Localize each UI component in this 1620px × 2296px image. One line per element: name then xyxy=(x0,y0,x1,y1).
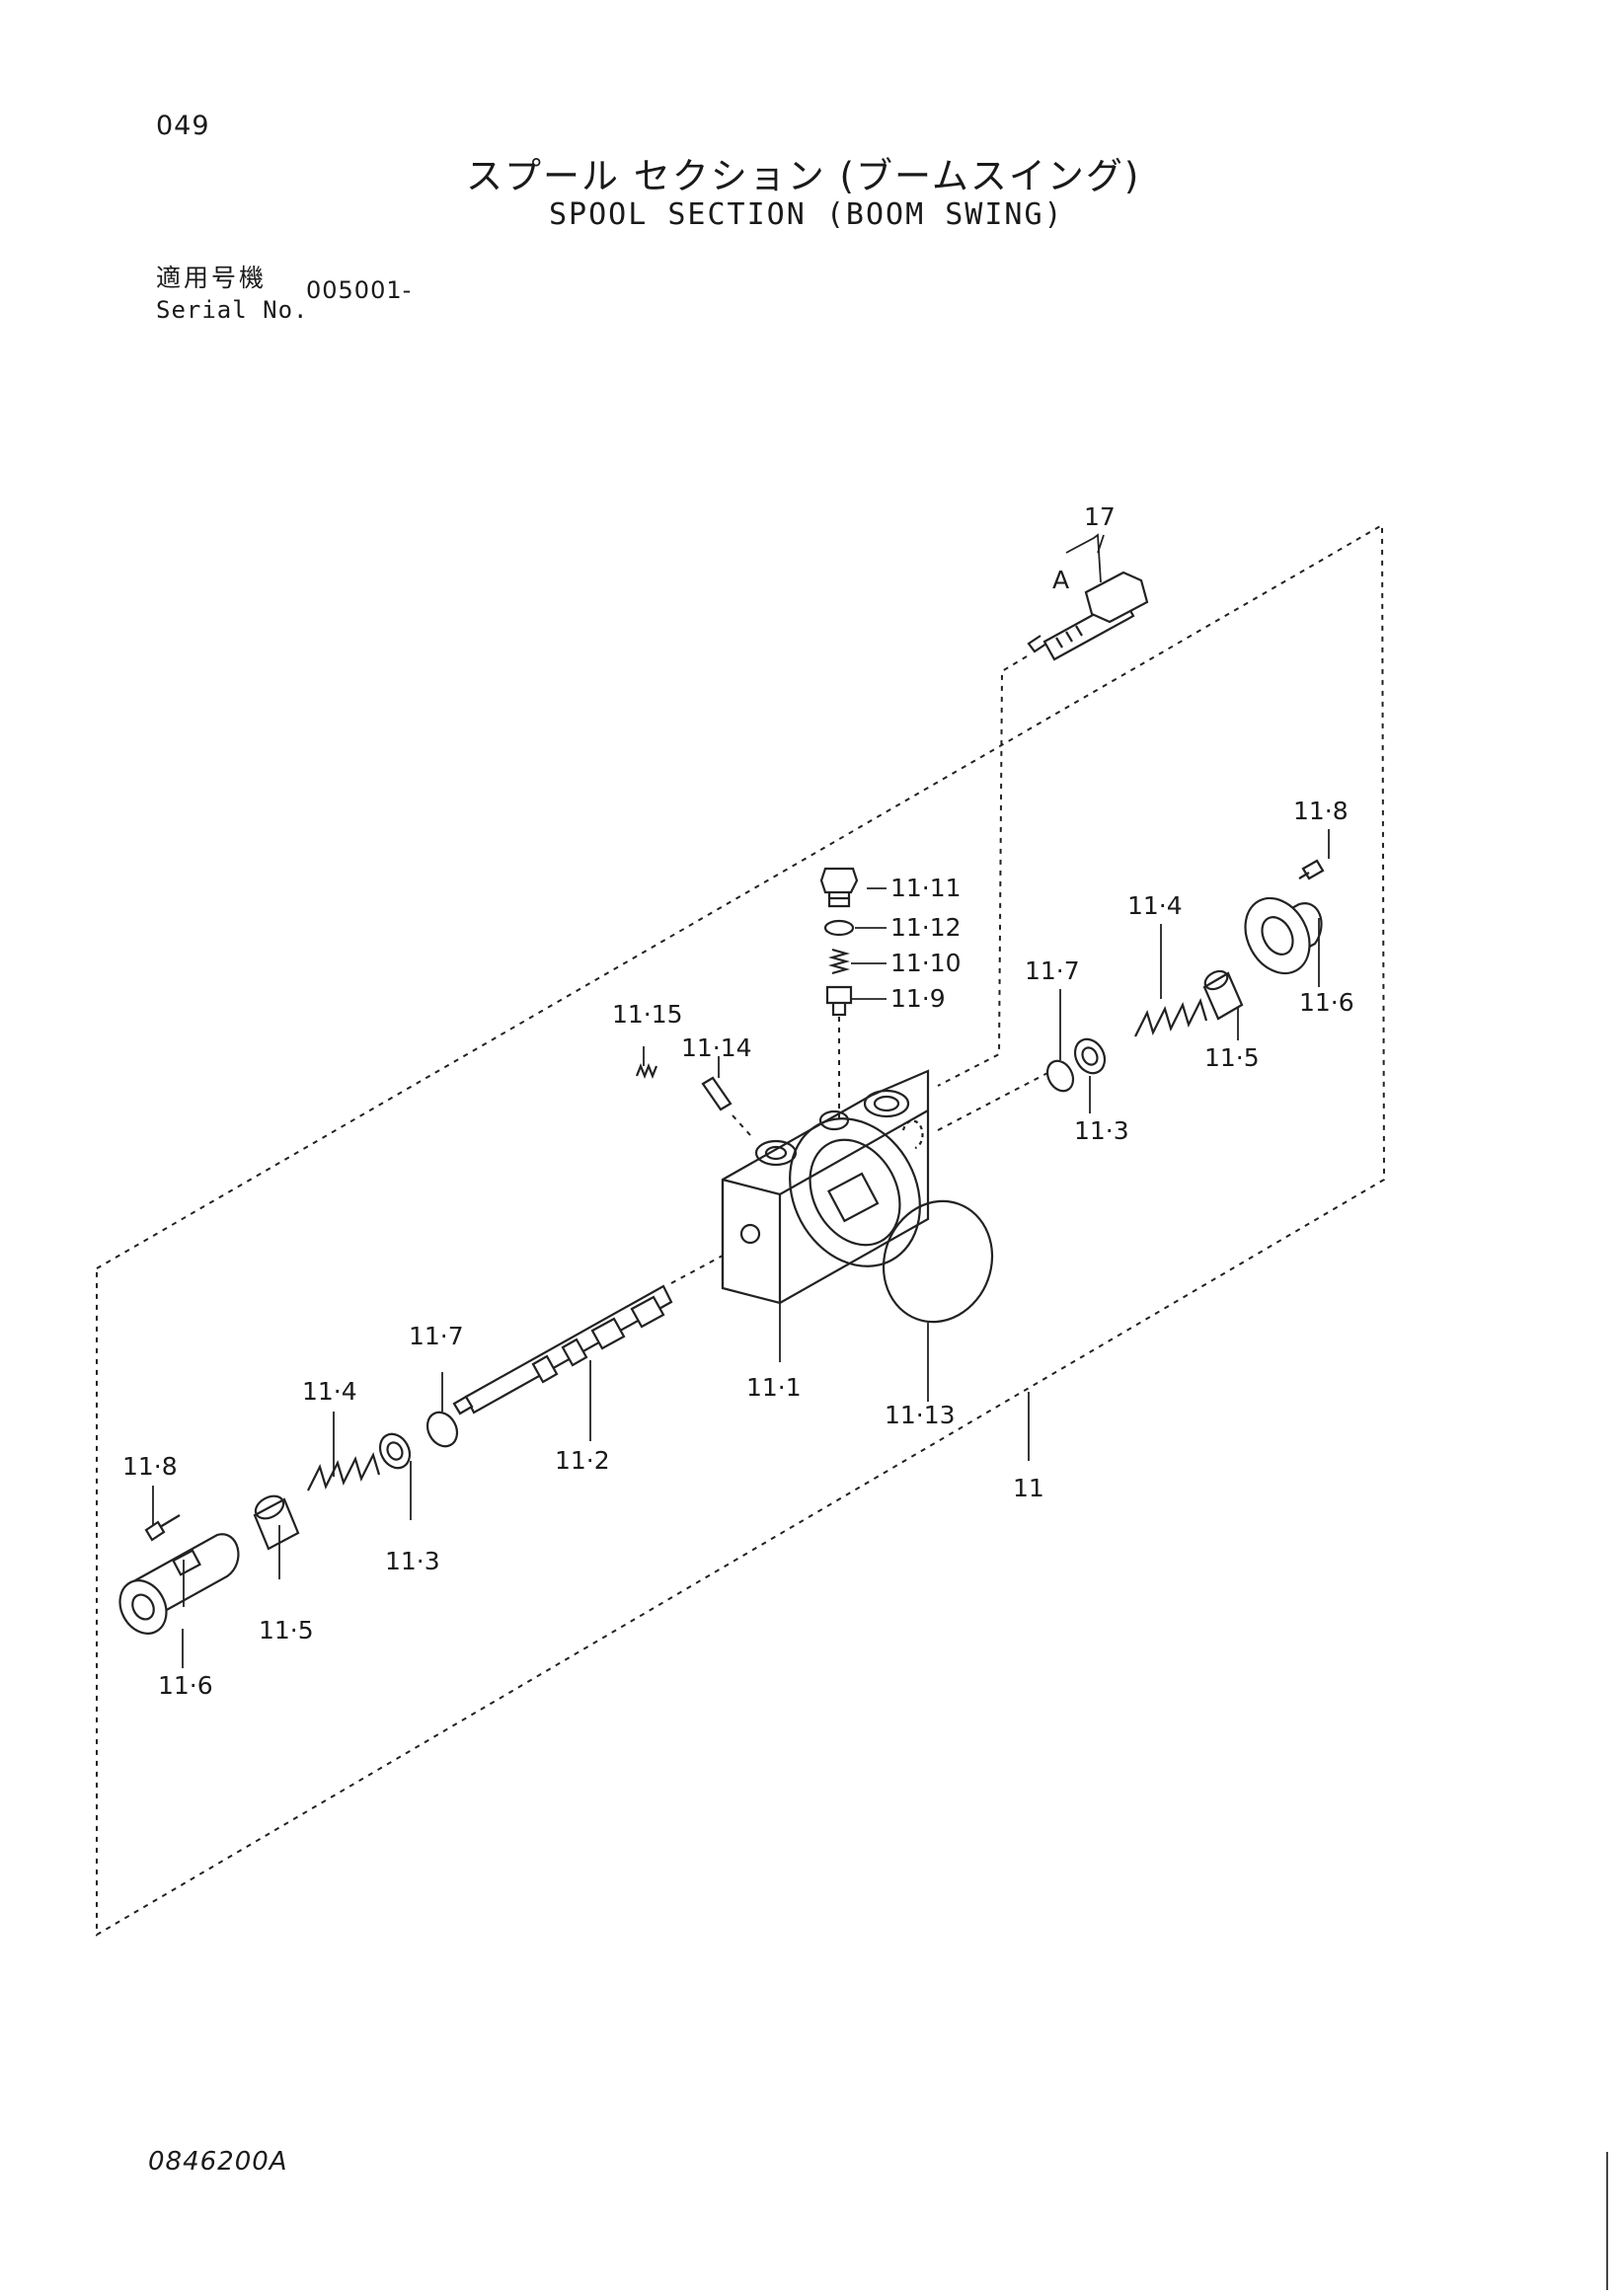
callout-11-3-right: 11·3 xyxy=(1074,1116,1129,1145)
callout-11-5-right: 11·5 xyxy=(1204,1043,1260,1072)
callout-11-2: 11·2 xyxy=(555,1446,610,1475)
sensor-fitting-part xyxy=(1027,571,1149,661)
seal-left-part xyxy=(378,1432,412,1470)
serial-label-japanese: 適用号機 xyxy=(156,264,268,292)
spring-right-part xyxy=(1134,998,1208,1037)
callout-11: 11 xyxy=(1013,1474,1044,1502)
seal-right-part xyxy=(1073,1037,1107,1075)
page-title-english: SPOOL SECTION (BOOM SWING) xyxy=(549,197,1064,232)
leader-line xyxy=(1065,533,1102,583)
spool-axis-line xyxy=(670,1255,724,1284)
serial-number-value: 005001- xyxy=(306,276,413,304)
page-title-japanese: スプール セクション (ブームスイング) xyxy=(466,155,1141,197)
right-axis-line xyxy=(937,1070,1052,1131)
bolt-left-part xyxy=(144,1514,181,1542)
o-ring-left-part xyxy=(425,1411,459,1448)
callout-11-10: 11·10 xyxy=(890,949,962,977)
page-number: 049 xyxy=(156,111,210,141)
callout-11-3-left: 11·3 xyxy=(385,1547,440,1575)
o-ring-small-part xyxy=(823,919,855,937)
spool-part xyxy=(452,1284,673,1416)
callout-11-7-right: 11·7 xyxy=(1025,957,1080,985)
callout-11-6-right: 11·6 xyxy=(1299,988,1354,1017)
valve-body-part xyxy=(721,1069,930,1305)
callout-11-15: 11·15 xyxy=(612,1000,683,1029)
assembly-boundary xyxy=(96,523,1386,1937)
callout-11-4-right: 11·4 xyxy=(1127,891,1183,920)
spring-left-part xyxy=(307,1452,381,1492)
callout-11-5-left: 11·5 xyxy=(259,1616,314,1645)
cap-right-part xyxy=(1244,896,1323,975)
check-valve-part xyxy=(825,985,853,1017)
fitting-connection-line xyxy=(937,655,1028,1087)
spring-seat-left-part xyxy=(253,1494,300,1551)
callout-11-9: 11·9 xyxy=(890,984,946,1013)
callout-11-14: 11·14 xyxy=(681,1033,752,1062)
o-ring-large-part xyxy=(882,1199,994,1324)
callout-11-11: 11·11 xyxy=(890,874,962,902)
pin-axis-line xyxy=(732,1114,751,1136)
callout-11-12: 11·12 xyxy=(890,913,962,942)
drawing-number: 0846200A xyxy=(148,2147,288,2177)
o-ring-right-part xyxy=(1045,1059,1075,1093)
cap-left-part xyxy=(118,1533,240,1635)
serial-label-english: Serial No. xyxy=(156,296,309,324)
spring-tiny-part xyxy=(635,1063,658,1079)
callout-17: 17 xyxy=(1084,502,1116,531)
plug-part xyxy=(819,867,859,908)
callout-11-8-right: 11·8 xyxy=(1293,797,1349,825)
leader-line xyxy=(1097,534,1105,554)
spring-seat-right-part xyxy=(1202,969,1244,1021)
bolt-right-part xyxy=(1298,859,1325,880)
spring-small-part xyxy=(827,948,851,975)
callout-11-7-left: 11·7 xyxy=(409,1322,464,1350)
page-edge-line xyxy=(1606,2152,1608,2290)
callout-11-13: 11·13 xyxy=(885,1401,956,1429)
callout-11-4-left: 11·4 xyxy=(302,1377,357,1406)
callout-11-6-left: 11·6 xyxy=(158,1671,213,1700)
callout-a: A xyxy=(1052,566,1069,594)
pin-part xyxy=(701,1076,733,1111)
callout-11-8-left: 11·8 xyxy=(122,1452,178,1481)
callout-11-1: 11·1 xyxy=(746,1373,802,1402)
leader-lines xyxy=(152,829,1330,1668)
